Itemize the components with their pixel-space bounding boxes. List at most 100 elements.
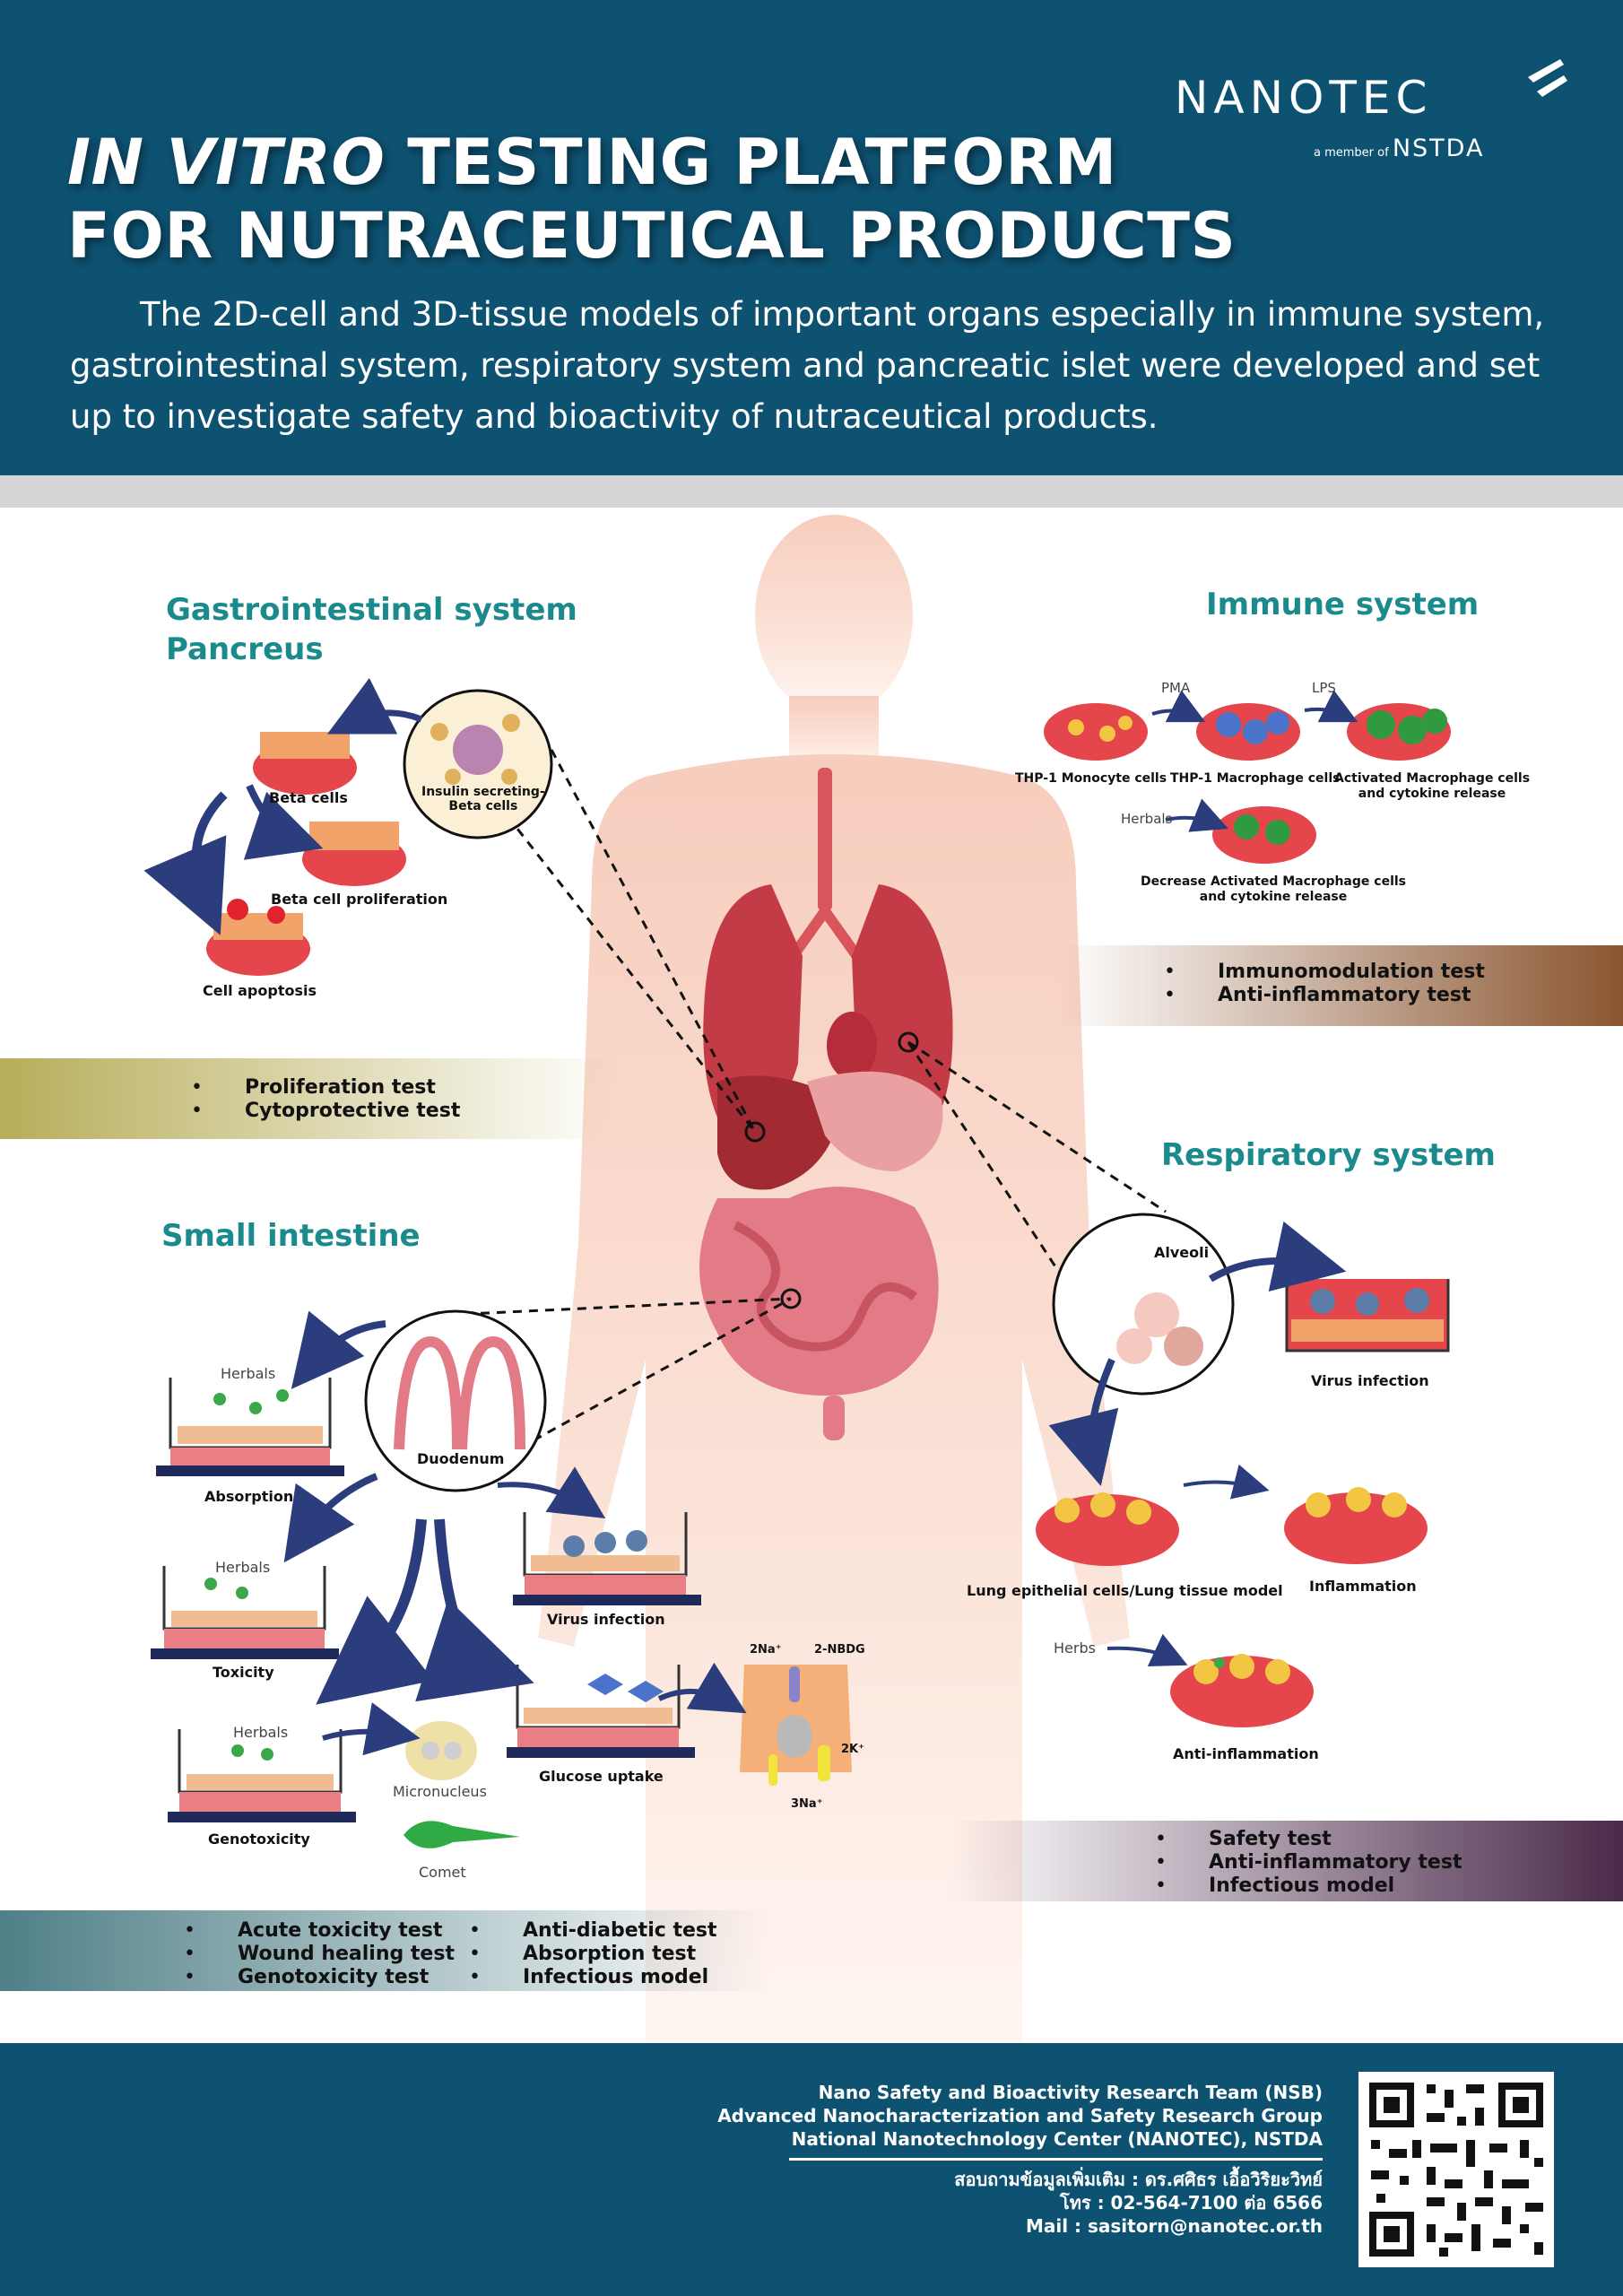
- test-item: Proliferation test: [191, 1076, 460, 1100]
- left-lung: [703, 884, 803, 1135]
- anti-inflammation-label: Anti-inflammation: [1173, 1745, 1319, 1762]
- mail-text[interactable]: Mail : sasitorn@nanotec.or.th: [1025, 2215, 1323, 2237]
- toxicity-herbals-label: Herbals: [215, 1559, 271, 1576]
- activated-label: Activated Macrophage cells and cytokine …: [1334, 771, 1531, 801]
- stomach: [807, 1071, 943, 1171]
- footer-divider: [789, 2158, 1323, 2161]
- beta-prolif-label: Beta cell proliferation: [271, 891, 448, 908]
- thp1-mono-label: THP-1 Monocyte cells: [1015, 771, 1167, 786]
- group-name: Advanced Nanocharacterization and Safety…: [717, 2105, 1323, 2126]
- logo-member: a member of NSTDA: [1314, 135, 1485, 162]
- intro-text: The 2D-cell and 3D-tissue models of impo…: [70, 295, 1545, 436]
- intestine-marker: [780, 1288, 802, 1309]
- inflammation-label: Inflammation: [1309, 1578, 1417, 1595]
- nanotec-logo: NANOTEC: [1175, 72, 1433, 124]
- immune-heading: Immune system: [1206, 587, 1480, 622]
- toxicity-label: Toxicity: [213, 1664, 274, 1681]
- toxicity-well: [151, 1566, 339, 1659]
- immune-herbals-label: Herbals: [1121, 811, 1173, 827]
- k2-label: 2K⁺: [841, 1743, 864, 1756]
- thp1-monocyte-dish: [1044, 703, 1148, 761]
- comet-shape: [404, 1821, 520, 1848]
- test-item: Cytoprotective test: [191, 1100, 460, 1123]
- center-name: National Nanotechnology Center (NANOTEC)…: [791, 2128, 1323, 2150]
- transporter-cell: [740, 1665, 852, 1786]
- pancreas-heading: Gastrointestinal system Pancreus: [166, 592, 577, 667]
- na2-label: 2Na⁺: [750, 1643, 782, 1657]
- herbs-label: Herbs: [1054, 1639, 1096, 1657]
- heart: [827, 1012, 877, 1080]
- lps-label: LPS: [1312, 680, 1336, 696]
- test-item: Acute toxicity test: [184, 1919, 455, 1943]
- genotoxicity-label: Genotoxicity: [208, 1831, 310, 1848]
- beta-cells-dish: [253, 732, 357, 795]
- inflammation-dish: [1284, 1487, 1428, 1564]
- test-item: Genotoxicity test: [184, 1966, 455, 1989]
- footer-text: Nano Safety and Bioactivity Research Tea…: [717, 2081, 1323, 2238]
- genotoxicity-well: [168, 1729, 356, 1822]
- glucose-well: [507, 1665, 695, 1758]
- title-rest: TESTING PLATFORM: [407, 126, 1117, 199]
- absorption-herbals-label: Herbals: [221, 1365, 276, 1382]
- absorption-well: [156, 1378, 344, 1476]
- right-lung: [852, 884, 953, 1126]
- test-item: Immunomodulation test: [1164, 961, 1485, 984]
- dashed-connectors: [447, 749, 1167, 1442]
- decrease-macrophage-dish: [1212, 806, 1316, 864]
- absorption-label: Absorption: [204, 1488, 294, 1505]
- phone-text: โทร : 02-564-7100 ต่อ 6566: [1059, 2192, 1323, 2213]
- nbdg-label: 2-NBDG: [814, 1643, 865, 1657]
- na3-label: 3Na⁺: [791, 1797, 823, 1811]
- alveoli-label: Alveoli: [1154, 1244, 1210, 1261]
- beta-cells-label: Beta cells: [269, 789, 348, 806]
- micronucleus-label: Micronucleus: [393, 1783, 487, 1800]
- apoptosis-dish: [206, 899, 310, 976]
- title-line2: FOR NUTRACEUTICAL PRODUCTS: [67, 199, 1237, 273]
- test-item: Infectious model: [1155, 1874, 1462, 1898]
- beta-prolif-dish: [302, 822, 406, 886]
- genotoxicity-herbals-label: Herbals: [233, 1724, 289, 1741]
- respiratory-test-band: Safety test Anti-inflammatory test Infec…: [950, 1821, 1623, 1901]
- header-banner: [0, 0, 1623, 475]
- test-item: Safety test: [1155, 1828, 1462, 1851]
- anti-inflammation-dish: [1170, 1654, 1314, 1727]
- divider-band: [0, 475, 1623, 508]
- intestine-arrows: [283, 1310, 747, 1756]
- pancreas-test-band: Proliferation test Cytoprotective test: [0, 1058, 619, 1139]
- logo-org: NSTDA: [1392, 135, 1485, 162]
- liver: [717, 1075, 843, 1190]
- duodenum-label: Duodenum: [417, 1450, 505, 1467]
- test-item: Wound healing test: [184, 1943, 455, 1966]
- thp1-macro-label: THP-1 Macrophage cells: [1170, 771, 1341, 786]
- test-item: Anti-inflammatory test: [1155, 1851, 1462, 1874]
- intestine-heading: Small intestine: [161, 1218, 421, 1254]
- test-item: Anti-diabetic test: [469, 1919, 717, 1943]
- virus-well: [513, 1512, 701, 1605]
- intestine-test-band: Acute toxicity test Wound healing test G…: [0, 1910, 771, 1991]
- test-item: Anti-inflammatory test: [1164, 984, 1485, 1007]
- respiratory-heading: Respiratory system: [1161, 1137, 1496, 1173]
- glucose-label: Glucose uptake: [539, 1768, 664, 1785]
- thp1-macrophage-dish: [1196, 703, 1300, 761]
- immune-test-band: Immunomodulation test Anti-inflammatory …: [1058, 945, 1623, 1026]
- intestine-virus-label: Virus infection: [547, 1611, 665, 1628]
- qr-code-icon[interactable]: [1358, 2072, 1554, 2267]
- page-title: IN VITRO TESTING PLATFORM FOR NUTRACEUTI…: [67, 126, 1236, 273]
- body-illustration: [143, 515, 1451, 2043]
- contact-text: สอบถามข้อมูลเพิ่มเติม : ดร.ศศิธร เอื้อวิ…: [954, 2169, 1323, 2190]
- lung-marker: [898, 1031, 919, 1053]
- lung-model-label: Lung epithelial cells/Lung tissue model: [967, 1582, 1283, 1599]
- comet-label: Comet: [419, 1864, 466, 1881]
- test-item: Infectious model: [469, 1966, 717, 1989]
- logo-swoosh-icon: [1528, 59, 1567, 97]
- decrease-label: Decrease Activated Macrophage cells and …: [1141, 874, 1406, 904]
- micronucleus-cell: [405, 1721, 477, 1780]
- insulin-label: Insulin secreting- Beta cells: [421, 785, 545, 813]
- liver-marker: [744, 1121, 766, 1143]
- test-item: Absorption test: [469, 1943, 717, 1966]
- resp-virus-label: Virus infection: [1311, 1372, 1429, 1389]
- lung-model-dish: [1036, 1492, 1179, 1566]
- title-italic: IN VITRO: [67, 126, 386, 199]
- apoptosis-label: Cell apoptosis: [203, 982, 317, 999]
- footer-banner: [0, 2043, 1623, 2296]
